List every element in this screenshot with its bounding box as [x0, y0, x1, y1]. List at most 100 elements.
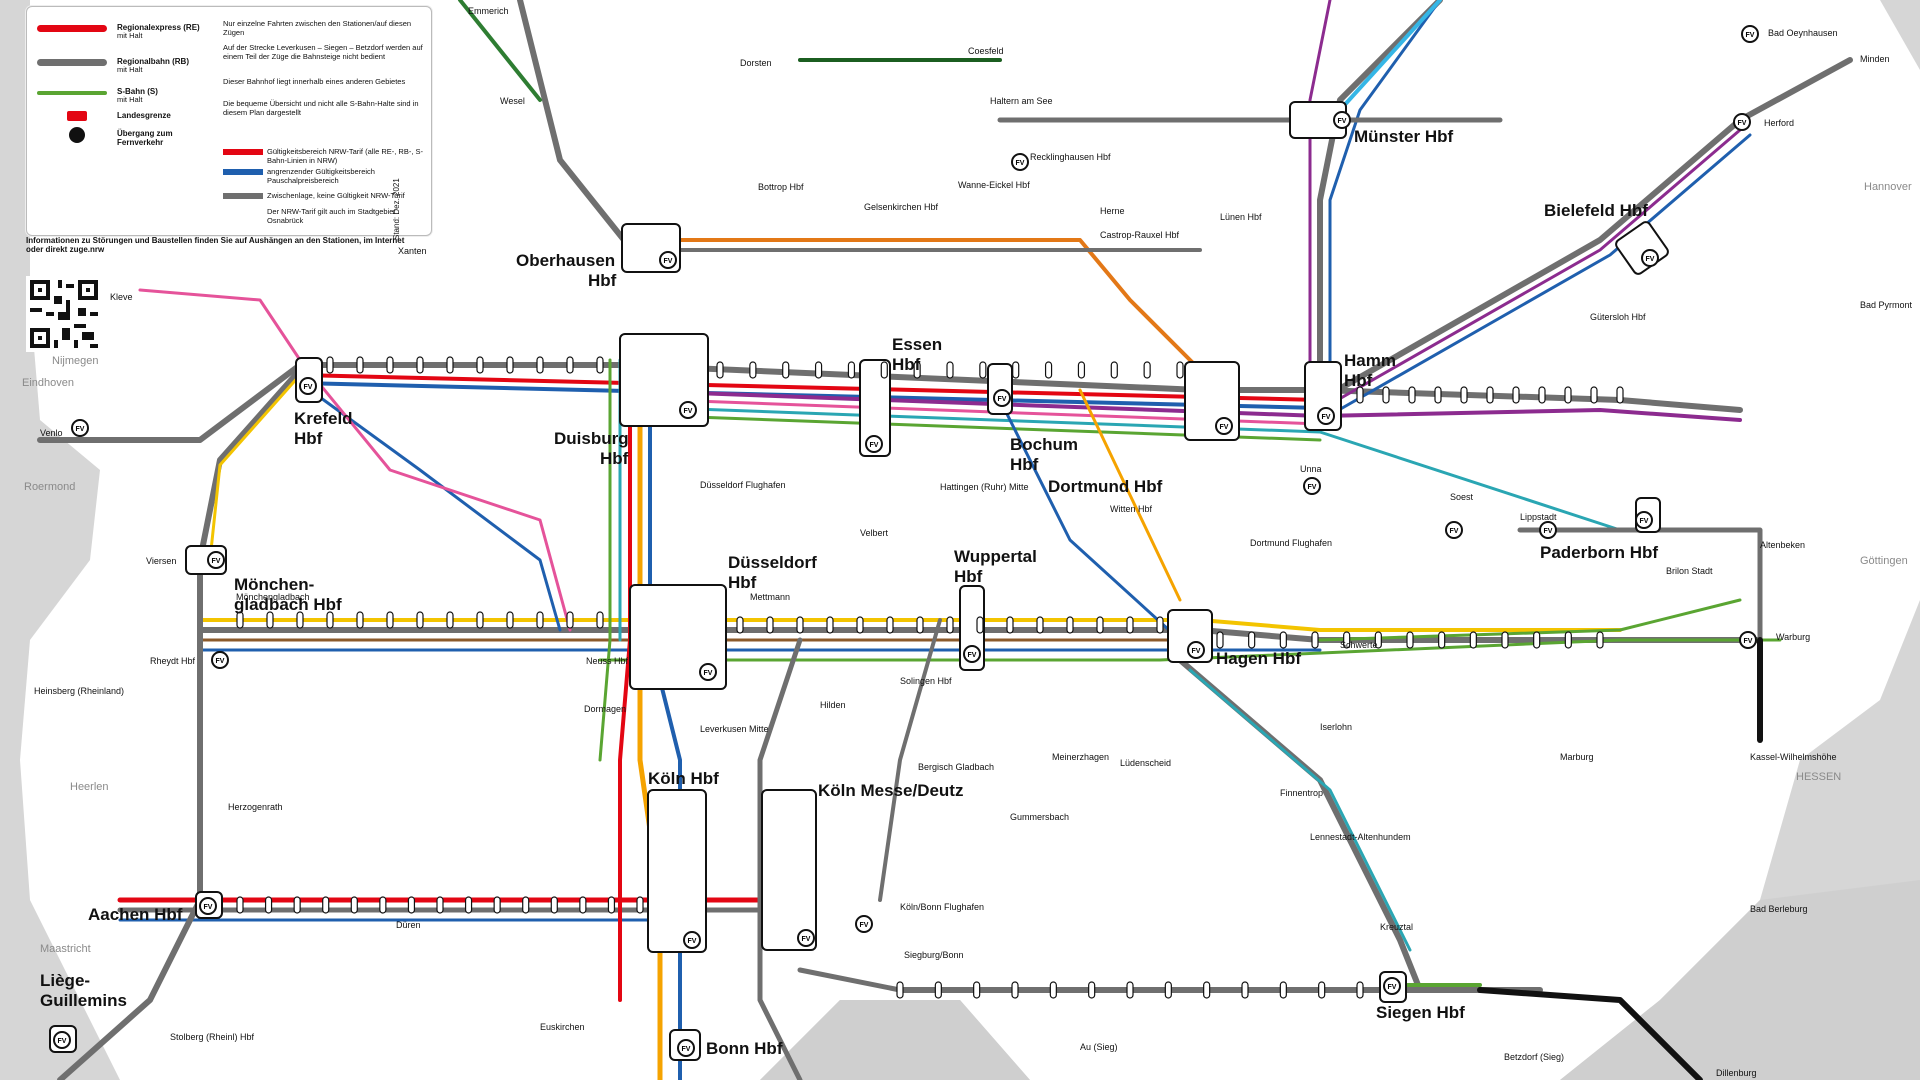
station-label: Haltern am See: [990, 96, 1053, 106]
station-label: Rheydt Hbf: [150, 656, 196, 666]
station-label: Herford: [1764, 118, 1794, 128]
station-label: Dormagen: [584, 704, 626, 714]
station-tick: [916, 616, 924, 634]
fv-interchange-icon: [299, 377, 317, 395]
station-label: Gelsenkirchen Hbf: [864, 202, 939, 212]
hub-label-koeln: Köln Hbf: [648, 769, 719, 788]
line-west-yellow: [208, 373, 302, 562]
line-rhine-red: [618, 358, 632, 1002]
hub-box-deutz: [761, 789, 817, 951]
hub-label-dortmund: Dortmund Hbf: [1048, 477, 1163, 496]
station-tick: [1564, 631, 1572, 649]
station-tick: [973, 981, 981, 999]
fv-interchange-glyph: FV: [1640, 518, 1649, 525]
hub-label-paderborn: Paderborn Hbf: [1540, 543, 1658, 562]
fv-interchange-glyph: FV: [1450, 528, 1459, 535]
station-label: Marburg: [1560, 752, 1594, 762]
fv-interchange-icon: [1383, 977, 1401, 995]
station-tick: [1590, 386, 1598, 404]
qr-code[interactable]: [26, 276, 102, 352]
station-tick: [856, 616, 864, 634]
station-tick: [476, 611, 484, 629]
fv-interchange-icon: [865, 435, 883, 453]
line-north-gray-1: [1317, 0, 1443, 393]
station-tick: [1343, 631, 1351, 649]
station-tick: [1564, 386, 1572, 404]
tariff-label-nrw: Gültigkeitsbereich NRW-Tarif (alle RE-, …: [267, 147, 424, 165]
station-tick: [1126, 981, 1134, 999]
fv-interchange-glyph: FV: [1744, 638, 1753, 645]
fv-interchange-icon: [993, 389, 1011, 407]
fv-interchange-icon: [1741, 25, 1759, 43]
station-label: Kassel-Wilhelmshöhe: [1750, 752, 1837, 762]
station-tick: [1533, 631, 1541, 649]
station-label: Hilden: [820, 700, 846, 710]
station-tick: [1501, 631, 1509, 649]
legend-label-re: Regionalexpress (RE): [117, 23, 200, 32]
station-tick: [416, 611, 424, 629]
hub-label-deutz: Köln Messe/Deutz: [818, 781, 963, 800]
legend-panel: Regionalexpress (RE) mit Halt Regionalba…: [26, 6, 432, 236]
station-label: Göttingen: [1860, 555, 1908, 567]
station-tick: [749, 361, 757, 379]
legend-desc-re: mit Halt: [117, 31, 143, 40]
station-tick: [1538, 386, 1546, 404]
station-label: Mettmann: [750, 592, 790, 602]
fv-interchange-glyph: FV: [688, 938, 697, 945]
line-siegburg-gray: [797, 967, 903, 993]
station-label: Iserlohn: [1320, 722, 1352, 732]
legend-key-re: [37, 25, 107, 32]
line-bielefeld-gray: [1317, 57, 1853, 403]
line-rhine-green: [598, 358, 612, 762]
station-tick: [976, 616, 984, 634]
legend-note-3: Dieser Bahnhof liegt innerhalb eines and…: [223, 77, 406, 86]
station-tick: [266, 611, 274, 629]
station-label: Lünen Hbf: [1220, 212, 1262, 222]
station-label: Hattingen (Ruhr) Mitte: [940, 482, 1029, 492]
station-tick: [716, 361, 724, 379]
station-tick: [493, 896, 501, 914]
station-tick: [766, 616, 774, 634]
station-tick: [1374, 631, 1382, 649]
station-label: Gummersbach: [1010, 812, 1069, 822]
fv-interchange-glyph: FV: [684, 408, 693, 415]
station-label: Mönchengladbach: [236, 592, 310, 602]
station-label: Köln/Bonn Flughafen: [900, 902, 984, 912]
station-tick: [1460, 386, 1468, 404]
station-tick: [1203, 981, 1211, 999]
station-tick: [636, 896, 644, 914]
station-label: Recklinghausen Hbf: [1030, 152, 1111, 162]
station-label: Bad Pyrmont: [1860, 300, 1913, 310]
line-ruhr-sieg-teal: [1188, 668, 1412, 952]
hub-label-hagen: Hagen Hbf: [1216, 649, 1301, 668]
station-label: Bad Berleburg: [1750, 904, 1808, 914]
fv-interchange-icon: [1641, 249, 1659, 267]
station-tick: [1406, 631, 1414, 649]
station-label: Bergisch Gladbach: [918, 762, 994, 772]
station-tick: [566, 356, 574, 374]
station-label: Neuss Hbf: [586, 656, 629, 666]
station-tick: [596, 611, 604, 629]
fv-interchange-icon: [1539, 521, 1557, 539]
station-label: Betzdorf (Sieg): [1504, 1052, 1564, 1062]
station-label: Gütersloh Hbf: [1590, 312, 1646, 322]
fv-interchange-glyph: FV: [204, 904, 213, 911]
fv-interchange-icon: [963, 645, 981, 663]
line-bielefeld-purple: [1318, 128, 1742, 412]
fv-interchange-glyph: FV: [1220, 424, 1229, 431]
fv-interchange-icon: [683, 931, 701, 949]
fv-interchange-icon: [699, 663, 717, 681]
station-label: Wanne-Eickel Hbf: [958, 180, 1030, 190]
fv-interchange-glyph: FV: [802, 936, 811, 943]
fv-interchange-icon: [1333, 111, 1351, 129]
fv-interchange-glyph: FV: [1544, 528, 1553, 535]
legend-desc-s: mit Halt: [117, 95, 143, 104]
fv-interchange-glyph: FV: [998, 396, 1007, 403]
fv-interchange-icon: [211, 651, 229, 669]
station-tick: [1216, 631, 1224, 649]
station-label: Heinsberg (Rheinland): [34, 686, 124, 696]
station-label: Minden: [1860, 54, 1890, 64]
